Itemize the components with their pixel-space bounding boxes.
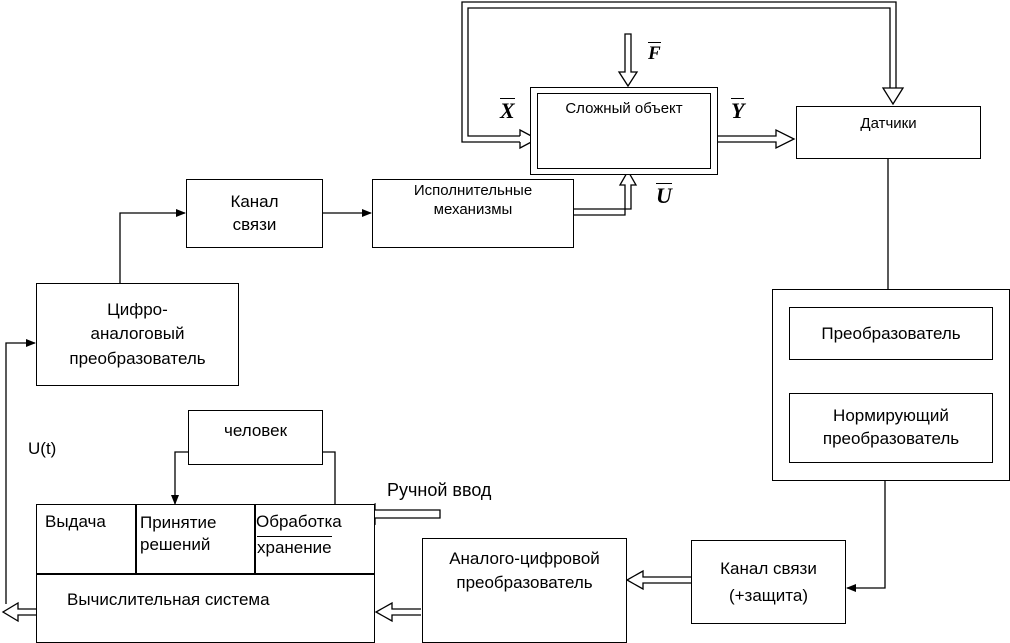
executive-mechanisms-label: Исполнительные механизмы bbox=[413, 182, 533, 218]
feedback-loop-arrowhead bbox=[881, 87, 905, 106]
u-arrow bbox=[573, 169, 638, 216]
y-arrow bbox=[717, 128, 796, 150]
converter-to-channel-line bbox=[846, 480, 886, 592]
feedback-loop-inner bbox=[467, 7, 891, 137]
computing-divider-horizontal bbox=[36, 573, 375, 575]
human-box: человек bbox=[188, 410, 323, 465]
storage-label: хранение bbox=[257, 536, 332, 557]
norm-converter-label: Нормирующий преобразователь bbox=[822, 406, 960, 448]
computer-out-arrow bbox=[1, 601, 37, 623]
ut-line bbox=[5, 339, 36, 604]
dac-label: Цифро- аналоговый преобразователь bbox=[69, 299, 206, 368]
computing-system-label: Вычислительная система bbox=[67, 590, 270, 609]
human-to-processing-line bbox=[322, 451, 336, 505]
var-x-label: X bbox=[500, 98, 515, 123]
channel-bottom-label: Канал связи (+защита) bbox=[720, 558, 817, 605]
decision-label: Принятие решений bbox=[140, 513, 217, 555]
manual-input-label: Ручной ввод bbox=[387, 480, 492, 500]
sensors-box: Датчики bbox=[796, 106, 981, 159]
norm-converter-box: Нормирующий преобразователь bbox=[789, 393, 993, 463]
sensors-label: Датчики bbox=[860, 115, 917, 132]
adc-label: Аналого-цифровой преобразователь bbox=[449, 549, 600, 592]
channel-bottom-box: Канал связи (+защита) bbox=[691, 540, 846, 624]
computing-divider-1 bbox=[135, 504, 137, 574]
executive-mechanisms-box: Исполнительные механизмы bbox=[372, 179, 574, 248]
adc-box: Аналого-цифровой преобразователь bbox=[422, 538, 627, 643]
processing-label: Обработка bbox=[256, 512, 342, 531]
channel-top-label: Канал связи bbox=[230, 192, 279, 234]
dac-box: Цифро- аналоговый преобразователь bbox=[36, 283, 239, 386]
var-y-label: Y bbox=[731, 98, 745, 123]
human-to-decision-line bbox=[171, 451, 189, 505]
u-t-label: U(t) bbox=[28, 439, 57, 458]
adc-to-computer-arrow bbox=[374, 601, 421, 623]
channel-top-box: Канал связи bbox=[186, 179, 323, 248]
feedback-loop-outer bbox=[461, 1, 897, 143]
var-f-label: F bbox=[648, 42, 661, 64]
converter-label: Преобразователь bbox=[821, 323, 961, 343]
complex-object-box: Сложный объект bbox=[537, 93, 711, 169]
computing-divider-2 bbox=[254, 504, 256, 574]
output-label: Выдача bbox=[45, 512, 106, 531]
dac-to-channel-line bbox=[119, 209, 186, 283]
complex-object-label: Сложный объект bbox=[565, 100, 683, 117]
f-arrow bbox=[617, 33, 639, 88]
human-label: человек bbox=[223, 421, 288, 440]
converter-box: Преобразователь bbox=[789, 307, 993, 360]
var-u-label: U bbox=[656, 183, 672, 208]
channel-to-adc-arrow bbox=[625, 569, 691, 591]
